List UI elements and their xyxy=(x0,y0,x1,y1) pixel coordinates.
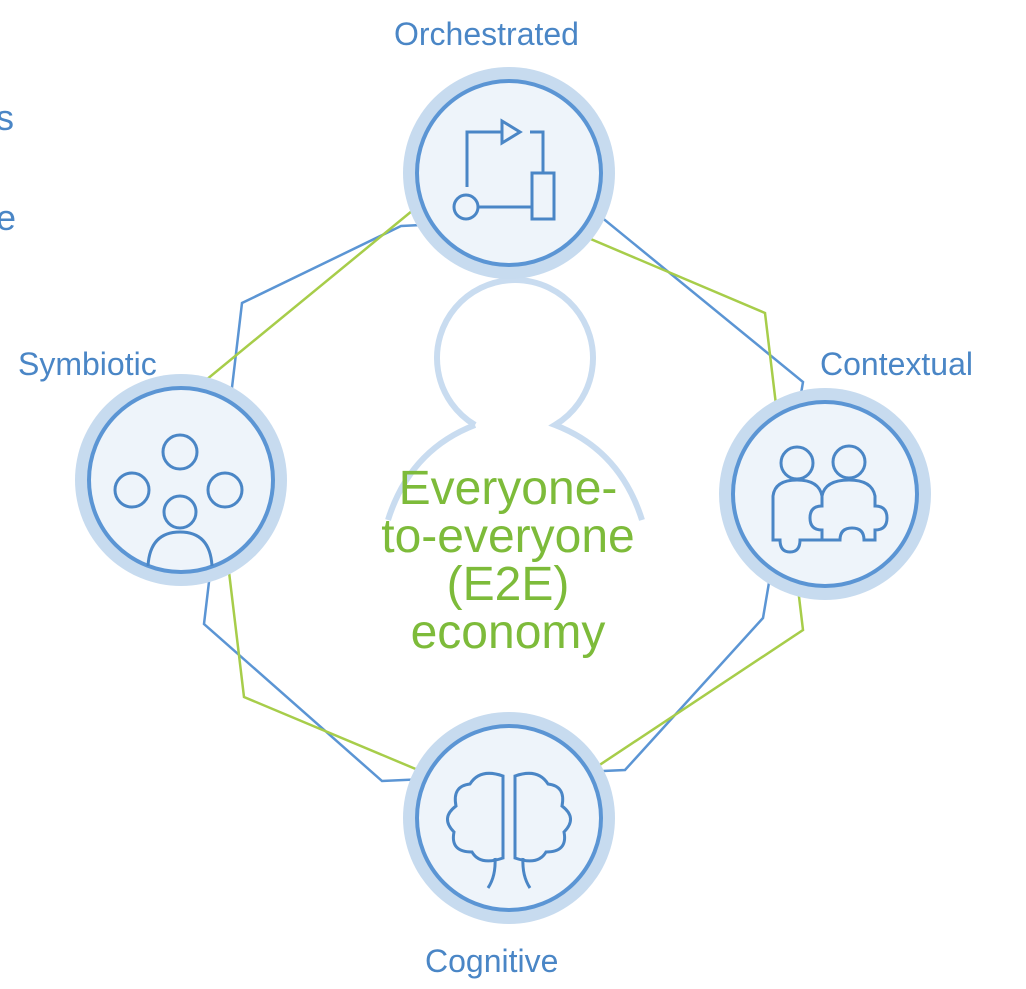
node-cognitive xyxy=(403,712,615,924)
center-line-4: economy xyxy=(410,606,606,659)
node-contextual xyxy=(719,388,931,600)
label-cognitive: Cognitive xyxy=(425,943,559,979)
partial-text-2: e xyxy=(0,197,17,238)
label-orchestrated: Orchestrated xyxy=(394,16,579,52)
center-line-2: to-everyone xyxy=(381,510,635,563)
person-silhouette-icon xyxy=(385,277,645,521)
label-symbiotic: Symbiotic xyxy=(18,346,157,382)
partial-text-1: s xyxy=(0,97,14,138)
brain-icon xyxy=(446,771,572,889)
node-orchestrated xyxy=(403,67,615,279)
center-line-1: Everyone- xyxy=(398,462,618,515)
puzzle-people-icon xyxy=(771,444,889,554)
workflow-icon xyxy=(452,118,556,221)
center-line-3: (E2E) xyxy=(446,558,570,611)
center-title: Everyone- to-everyone (E2E) economy xyxy=(363,465,653,657)
label-contextual: Contextual xyxy=(820,346,973,382)
group-people-icon xyxy=(113,433,244,567)
node-symbiotic xyxy=(75,374,287,586)
